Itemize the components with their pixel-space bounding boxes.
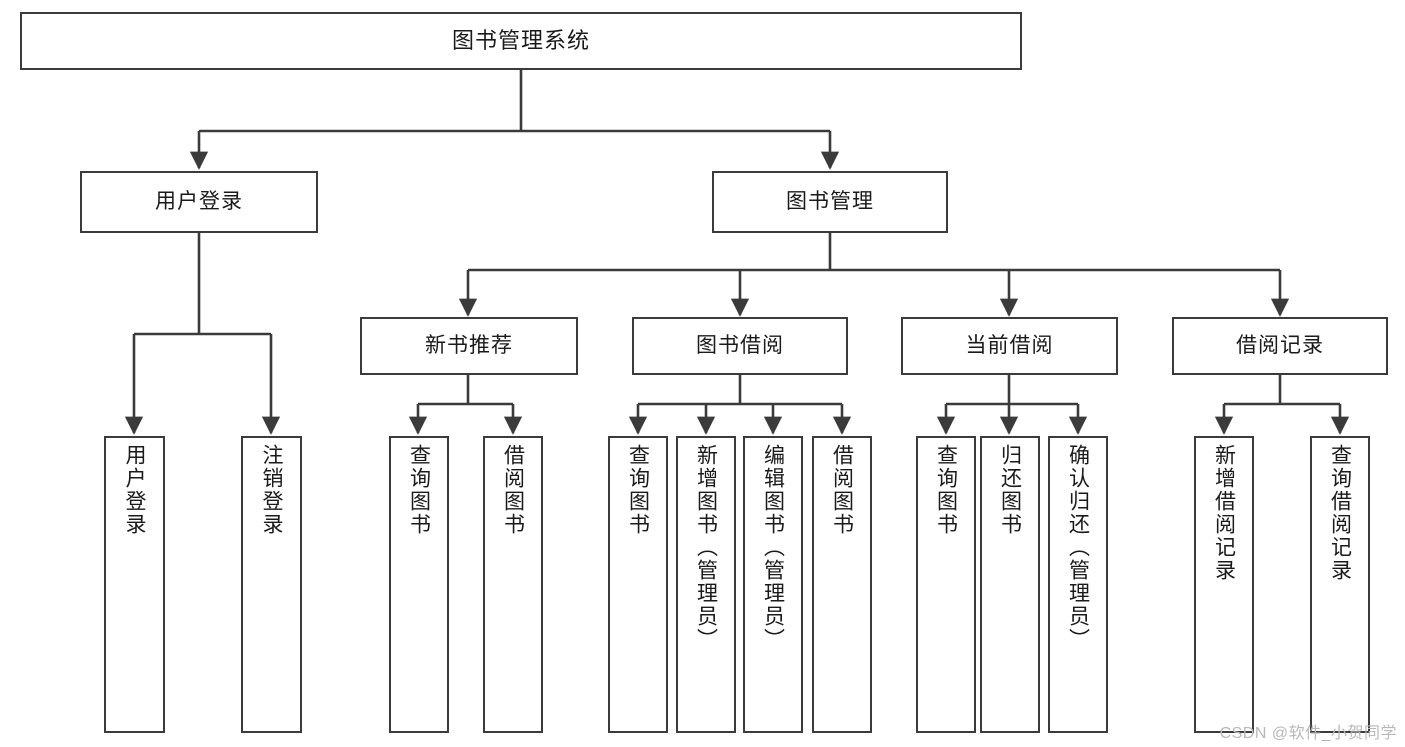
node-label: 编辑图书（管理员） <box>761 444 785 651</box>
leaf-user-login[interactable]: 用户登录 <box>104 436 165 733</box>
node-label: 图书管理 <box>786 190 874 214</box>
node-new-book-recommend[interactable]: 新书推荐 <box>360 317 578 375</box>
node-book-manage[interactable]: 图书管理 <box>712 171 948 233</box>
node-label: 归还图书 <box>998 444 1022 536</box>
node-label: 当前借阅 <box>965 334 1054 358</box>
node-label: 注销登录 <box>260 444 283 536</box>
watermark-text: CSDN @软件_小贺同学 <box>1219 725 1397 742</box>
node-root-system[interactable]: 图书管理系统 <box>20 12 1022 70</box>
leaf-user-logout[interactable]: 注销登录 <box>241 436 302 733</box>
node-current-borrow[interactable]: 当前借阅 <box>901 317 1118 375</box>
node-label: 借阅图书 <box>830 444 854 536</box>
node-label: 借阅记录 <box>1236 334 1324 358</box>
node-label: 新书推荐 <box>425 334 513 358</box>
node-label: 用户登录 <box>155 190 243 214</box>
node-label: 借阅图书 <box>501 444 525 536</box>
node-label: 新增图书（管理员） <box>694 444 718 651</box>
leaf-borrow-book-recommend[interactable]: 借阅图书 <box>483 436 543 733</box>
node-label: 图书借阅 <box>696 334 784 358</box>
node-borrow-record[interactable]: 借阅记录 <box>1172 317 1388 375</box>
leaf-add-borrow-record[interactable]: 新增借阅记录 <box>1194 436 1254 733</box>
node-label: 查询借阅记录 <box>1328 444 1352 582</box>
leaf-return-book[interactable]: 归还图书 <box>980 436 1040 733</box>
node-label: 查询图书 <box>626 444 650 536</box>
leaf-query-book-current[interactable]: 查询图书 <box>916 436 976 733</box>
node-book-borrow[interactable]: 图书借阅 <box>632 317 848 375</box>
node-label: 图书管理系统 <box>451 27 590 53</box>
leaf-query-book-borrow[interactable]: 查询图书 <box>608 436 668 733</box>
leaf-confirm-return[interactable]: 确认归还（管理员） <box>1048 436 1108 733</box>
leaf-query-borrow-record[interactable]: 查询借阅记录 <box>1310 436 1370 733</box>
leaf-query-book-recommend[interactable]: 查询图书 <box>389 436 449 733</box>
node-label: 新增借阅记录 <box>1212 444 1236 582</box>
leaf-borrow-book-borrow[interactable]: 借阅图书 <box>812 436 872 733</box>
node-user-login[interactable]: 用户登录 <box>80 171 318 233</box>
node-label: 用户登录 <box>123 444 146 536</box>
node-label: 查询图书 <box>407 444 431 536</box>
leaf-add-book[interactable]: 新增图书（管理员） <box>676 436 736 733</box>
node-label: 确认归还（管理员） <box>1066 444 1090 651</box>
node-label: 查询图书 <box>934 444 958 536</box>
leaf-edit-book[interactable]: 编辑图书（管理员） <box>743 436 803 733</box>
